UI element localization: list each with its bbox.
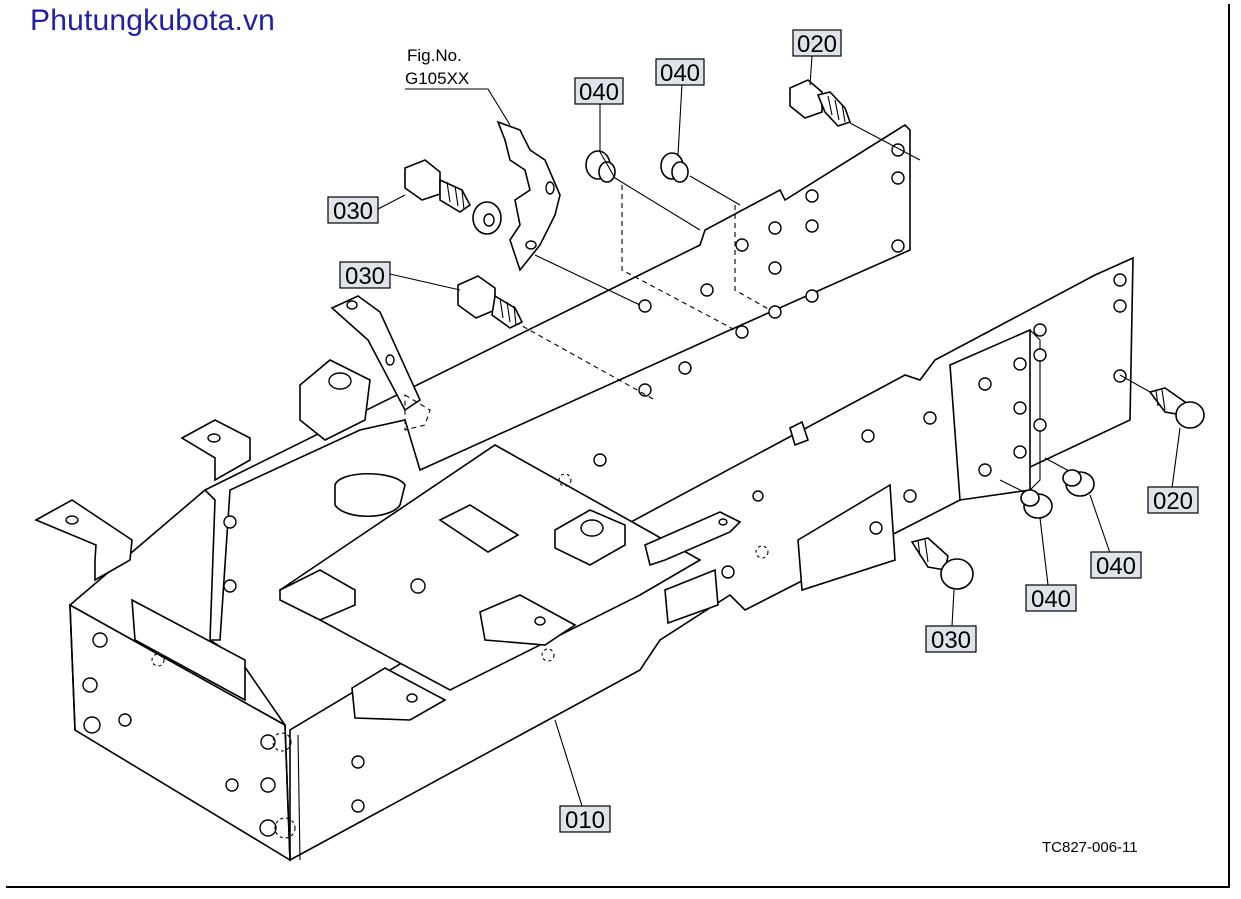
svg-text:040: 040	[1031, 586, 1071, 613]
washer	[472, 201, 502, 235]
bolt-020-top	[789, 79, 852, 127]
svg-text:010: 010	[565, 807, 605, 834]
bushing-040-right	[1062, 469, 1095, 497]
callout-030-bottom: 030	[925, 625, 977, 654]
bolt-030-b	[457, 275, 524, 329]
svg-text:040: 040	[579, 79, 619, 106]
svg-text:030: 030	[333, 198, 373, 225]
svg-text:040: 040	[1096, 553, 1136, 580]
callout-040-b: 040	[655, 58, 705, 87]
callout-040-bottom: 040	[1025, 584, 1077, 613]
callout-040-right: 040	[1090, 551, 1142, 580]
figure-ref-line2: G105XX	[405, 69, 469, 88]
svg-text:020: 020	[1153, 488, 1193, 515]
bushing-040-a	[585, 150, 616, 183]
bushing-040-b	[660, 152, 689, 183]
callout-020-right: 020	[1147, 486, 1199, 515]
callout-040-a: 040	[574, 77, 624, 106]
mounting-bracket	[496, 120, 561, 272]
svg-text:020: 020	[797, 31, 837, 58]
bolt-020-right	[1148, 387, 1205, 429]
callout-020-top: 020	[792, 29, 842, 58]
callout-030-a: 030	[327, 196, 379, 225]
bushing-040-bottom	[1020, 489, 1053, 519]
bolt-030-bottom	[910, 537, 974, 590]
svg-text:030: 030	[345, 263, 385, 290]
svg-text:040: 040	[660, 60, 700, 87]
main-frame-010	[34, 123, 1134, 862]
leader-lines	[377, 55, 1181, 807]
watermark-text: Phutungkubota.vn	[30, 4, 276, 37]
svg-text:030: 030	[931, 627, 971, 654]
callout-030-b: 030	[339, 261, 391, 290]
figure-ref-line1: Fig.No.	[407, 46, 462, 65]
bolt-030-a	[404, 159, 472, 213]
drawing-code: TC827-006-11	[1042, 839, 1138, 856]
callout-010: 010	[559, 805, 611, 834]
drawing-frame	[6, 4, 1230, 888]
